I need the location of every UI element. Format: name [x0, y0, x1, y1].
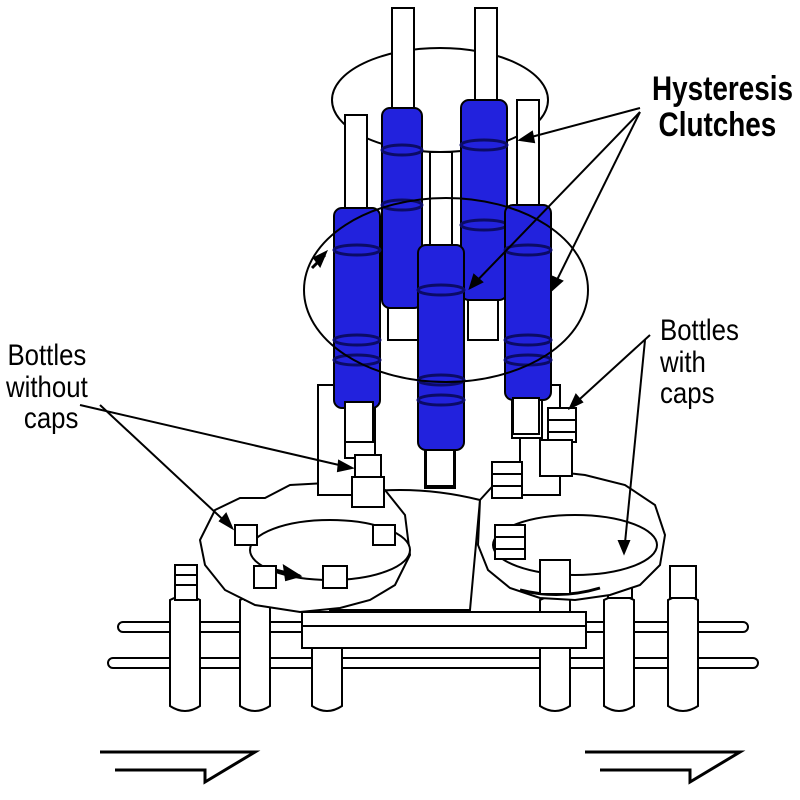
clutch-spindle-1 — [380, 7, 424, 309]
clutch-spindle-5 — [416, 151, 466, 451]
callout-capped — [567, 334, 651, 556]
label-bottles-without-caps: Bottles without caps — [6, 339, 88, 435]
callout-uncapped — [79, 404, 355, 531]
lower-ring — [303, 197, 589, 383]
hysteresis-clutches — [332, 7, 553, 451]
flow-arrow-right — [585, 750, 746, 785]
callout-clutches — [468, 107, 641, 293]
starwheel-bottles — [234, 407, 577, 595]
clutch-spindle-2 — [459, 7, 509, 301]
starwheel-left — [198, 480, 412, 614]
capping-chucks — [344, 397, 540, 487]
flow-arrow-left — [100, 750, 261, 785]
clutch-spindle-3 — [332, 114, 382, 409]
label-bottles-with-caps: Bottles with caps — [660, 314, 739, 410]
starwheel-right — [476, 468, 667, 602]
clutch-spindle-4 — [503, 99, 553, 401]
label-hysteresis-clutches: Hysteresis Clutches — [652, 70, 794, 144]
